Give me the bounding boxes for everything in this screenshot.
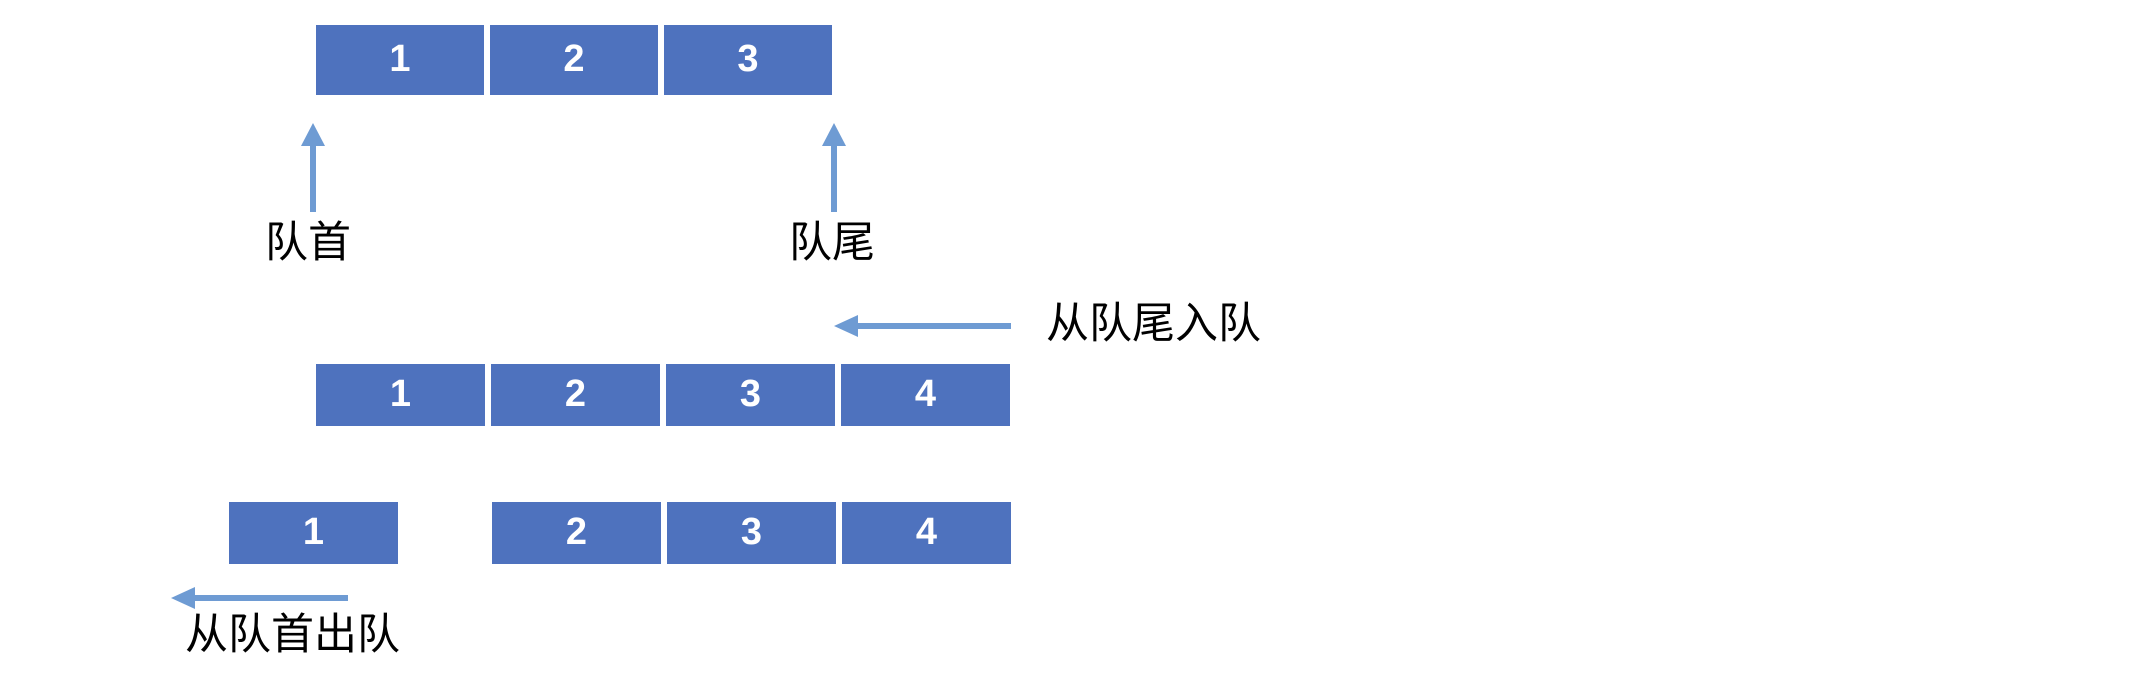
queue-row-dequeued-element: 1 [226,500,401,566]
queue-row-after-dequeue: 2 3 4 [489,500,1014,566]
queue-cell-value: 1 [302,511,325,553]
dequeue-arrow-icon [170,586,348,610]
label-dequeue-from-front: 从队首出队 [185,610,400,660]
queue-cell: 4 [838,362,1013,428]
queue-cell: 2 [488,362,663,428]
front-pointer-arrow-icon [296,122,330,212]
label-queue-front: 队首 [265,218,351,268]
queue-cell: 3 [664,500,839,566]
queue-cell-value: 2 [563,38,585,80]
queue-cell-value: 4 [915,511,938,553]
queue-cell: 2 [487,23,661,97]
queue-row-after-enqueue: 1 2 3 4 [313,362,1013,428]
queue-cell-value: 3 [737,38,759,80]
label-queue-rear: 队尾 [789,218,875,268]
queue-cell-value: 3 [740,511,763,553]
queue-cell: 2 [489,500,664,566]
queue-cell-value: 2 [565,511,588,553]
queue-cell-value: 3 [739,373,762,415]
queue-cell-dequeued: 1 [226,500,401,566]
queue-cell: 3 [663,362,838,428]
queue-row-initial: 1 2 3 [313,23,835,97]
queue-cell: 1 [313,362,488,428]
queue-cell-value: 1 [389,373,412,415]
queue-cell: 3 [661,23,835,97]
queue-cell: 1 [313,23,487,97]
rear-pointer-arrow-icon [817,122,851,212]
enqueue-arrow-icon [833,313,1011,339]
queue-cell-value: 1 [389,38,411,80]
label-enqueue-from-rear: 从队尾入队 [1046,299,1261,349]
queue-cell-value: 4 [914,373,937,415]
queue-cell: 4 [839,500,1014,566]
queue-cell-value: 2 [564,373,587,415]
